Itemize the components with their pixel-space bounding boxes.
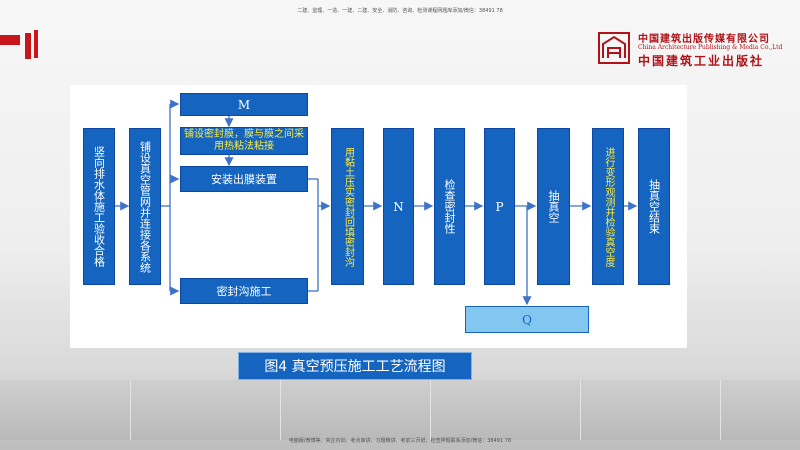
step-vacuum-end: 抽真空结束 xyxy=(638,128,670,285)
floor-line xyxy=(280,380,281,440)
step-vacuum-pump: 抽真空 xyxy=(537,128,570,285)
bottom-note: 电脑版/微博等、夹企内训、考点串讲、习题精讲、考前三页纸、检查押题联系添加/微信… xyxy=(288,438,512,444)
step-check-seal: 检查密封性 xyxy=(434,128,465,285)
red-accent xyxy=(34,30,38,58)
publisher-logo-icon xyxy=(598,32,630,64)
step-n: N xyxy=(383,128,414,285)
step-p: P xyxy=(484,128,515,285)
step-backfill-trench: 用黏土压实密封回填密封沟 xyxy=(331,128,364,285)
step-monitor-deformation: 进行变形观测并检验真空度 xyxy=(592,128,624,285)
floor-line xyxy=(720,380,721,440)
publisher-name-calligraphy: 中国建筑工业出版社 xyxy=(638,54,765,68)
diagram-panel xyxy=(70,85,687,348)
step-vacuum-network: 铺设真空管网并连接各系统 xyxy=(129,128,161,285)
floor-line xyxy=(580,380,581,440)
figure-caption: 图4 真空预压施工工艺流程图 xyxy=(238,352,472,380)
publisher-name-en: China Architecture Publishing & Media Co… xyxy=(638,44,783,51)
step-install-outlet: 安装出膜装置 xyxy=(180,166,308,192)
red-accent xyxy=(25,33,31,59)
step-m: M xyxy=(180,93,308,116)
floor xyxy=(0,380,800,440)
floor-line xyxy=(430,380,431,440)
step-seal-trench: 密封沟施工 xyxy=(180,278,308,304)
publisher-name-cn: 中国建筑出版传媒有限公司 xyxy=(638,34,770,45)
top-note: 二建、监理、一造、一建、二建、安全、消防、咨询、检测课程网题库添加/微信：384… xyxy=(297,8,503,14)
step-lay-membrane: 铺设密封膜，膜与膜之间采用热粘法粘接 xyxy=(180,127,308,155)
floor-line xyxy=(130,380,131,440)
red-accent xyxy=(0,35,20,45)
step-q: Q xyxy=(465,306,589,333)
step-drain-acceptance: 竖向排水体施工验收合格 xyxy=(83,128,115,285)
